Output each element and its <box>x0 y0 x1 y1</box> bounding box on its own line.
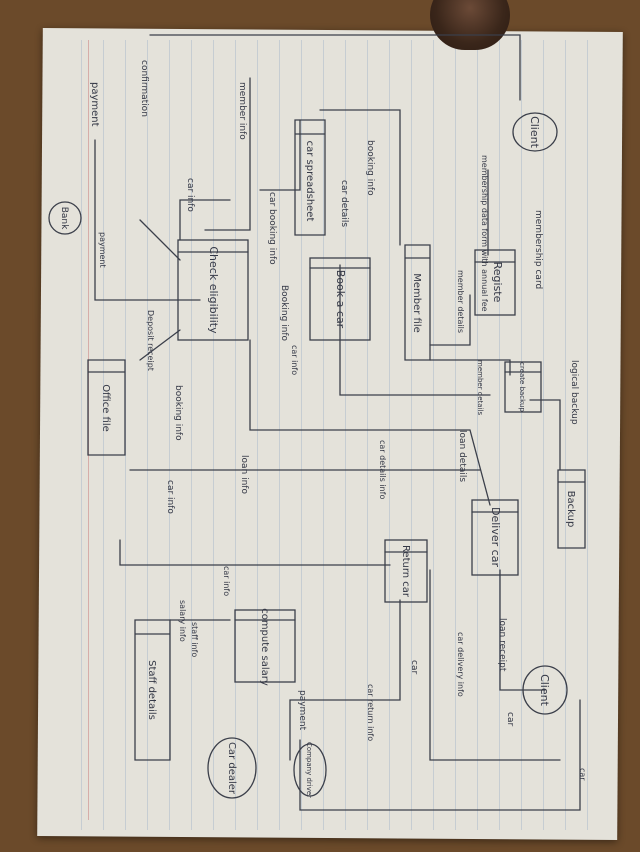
flow-label-loan-details: loan details <box>457 430 467 482</box>
process-compute-salary: compute salary <box>234 608 296 686</box>
store-backup: Backup <box>557 469 586 549</box>
flow-label-booking-info-low: booking info <box>173 385 183 441</box>
process-create-backup: create backup <box>504 361 542 413</box>
entity-label: Car dealer <box>226 742 237 795</box>
store-office-file: Office file <box>87 359 126 456</box>
entity-label: Company driver <box>305 742 313 798</box>
flow-label-car-info-3: car info <box>165 480 175 514</box>
flow-label-member-details-2: member details <box>476 360 484 415</box>
entity-bank: Bank <box>48 201 82 235</box>
flow-label-car-info-4: car info <box>222 566 231 596</box>
entity-label: Client <box>538 674 551 707</box>
flow-label-membership-card: membership card <box>533 210 543 289</box>
flow-label-member-info: member info <box>237 82 247 140</box>
process-label: compute salary <box>259 608 270 686</box>
entity-client-bottom: Client <box>522 665 568 715</box>
process-book-car: Book a car <box>309 257 371 341</box>
process-label: Check eligibility <box>207 246 220 334</box>
flow-label-deposit-receipt: Deposit receipt <box>146 310 155 371</box>
flow-label-car: car <box>505 712 515 726</box>
flow-label-confirmation: confirmation <box>139 60 149 117</box>
flow-label-car-booking-info: car booking info <box>267 192 277 265</box>
flow-label-loan-receipt: loan receipt <box>497 618 507 672</box>
flow-label-booking-info-top: booking info <box>365 140 375 196</box>
flow-lines <box>94 34 581 811</box>
flow-label-booking-info-mid: Booking info <box>279 285 289 342</box>
store-label: Staff details <box>146 660 157 720</box>
flow-label-payment-left: payment <box>89 82 100 127</box>
process-check-eligibility: Check eligibility <box>177 239 249 341</box>
process-label: create backup <box>518 362 526 412</box>
flow-label-car-2: car <box>409 660 419 674</box>
entity-label: Bank <box>59 207 69 230</box>
flow-label-car-delivery-info: car delivery info <box>456 632 465 697</box>
flow-label-car-details: car details <box>339 180 349 227</box>
thumb <box>430 0 510 50</box>
flow-label-loan-info: loan info <box>239 455 249 494</box>
store-label: Backup <box>565 491 576 528</box>
flow-label-car-3: car <box>578 768 587 781</box>
flow-labels: membership data form with annual fee mem… <box>89 60 587 781</box>
store-member-file: Member file <box>404 244 431 361</box>
flow-label-car-return-info: car return info <box>366 684 375 741</box>
flow-label-payment-salary: payment <box>297 690 307 731</box>
process-label: Return car <box>400 545 411 598</box>
process-label: Deliver car <box>489 507 502 567</box>
flow-label-car-details-2: car details info <box>378 440 387 499</box>
flow-label-member-details-1: member details <box>456 270 465 333</box>
store-label: Office file <box>100 384 111 432</box>
store-label: car spreadsheet <box>304 141 315 222</box>
flow-label-membership-data: membership data form with annual fee <box>480 155 489 312</box>
store-car-spreadsheet: car spreadsheet <box>294 119 326 236</box>
flow-label-logical-backup: logical backup <box>569 360 579 425</box>
flow-label-staff-info: staff info <box>190 622 199 657</box>
process-label: Book a car <box>334 270 347 329</box>
entity-client-top: Client <box>512 112 558 152</box>
entity-car-dealer: Car dealer <box>207 737 257 799</box>
store-label: Member file <box>411 273 422 333</box>
entity-label: Client <box>528 116 541 149</box>
entity-company-driver: Company driver <box>293 742 327 798</box>
flow-label-car-info-2: car info <box>290 345 299 375</box>
flow-label-payment-bank: payment <box>98 232 107 268</box>
store-staff-details: Staff details <box>134 619 171 761</box>
process-label: Registe <box>491 262 504 303</box>
flow-label-salary-info: salary info <box>178 600 187 642</box>
process-deliver-car: Deliver car <box>471 499 519 576</box>
flow-label-car-info-1: car info <box>185 178 195 212</box>
ruled-lines <box>60 40 600 830</box>
process-return-car: Return car <box>384 539 428 603</box>
process-register: Registe <box>474 249 516 316</box>
